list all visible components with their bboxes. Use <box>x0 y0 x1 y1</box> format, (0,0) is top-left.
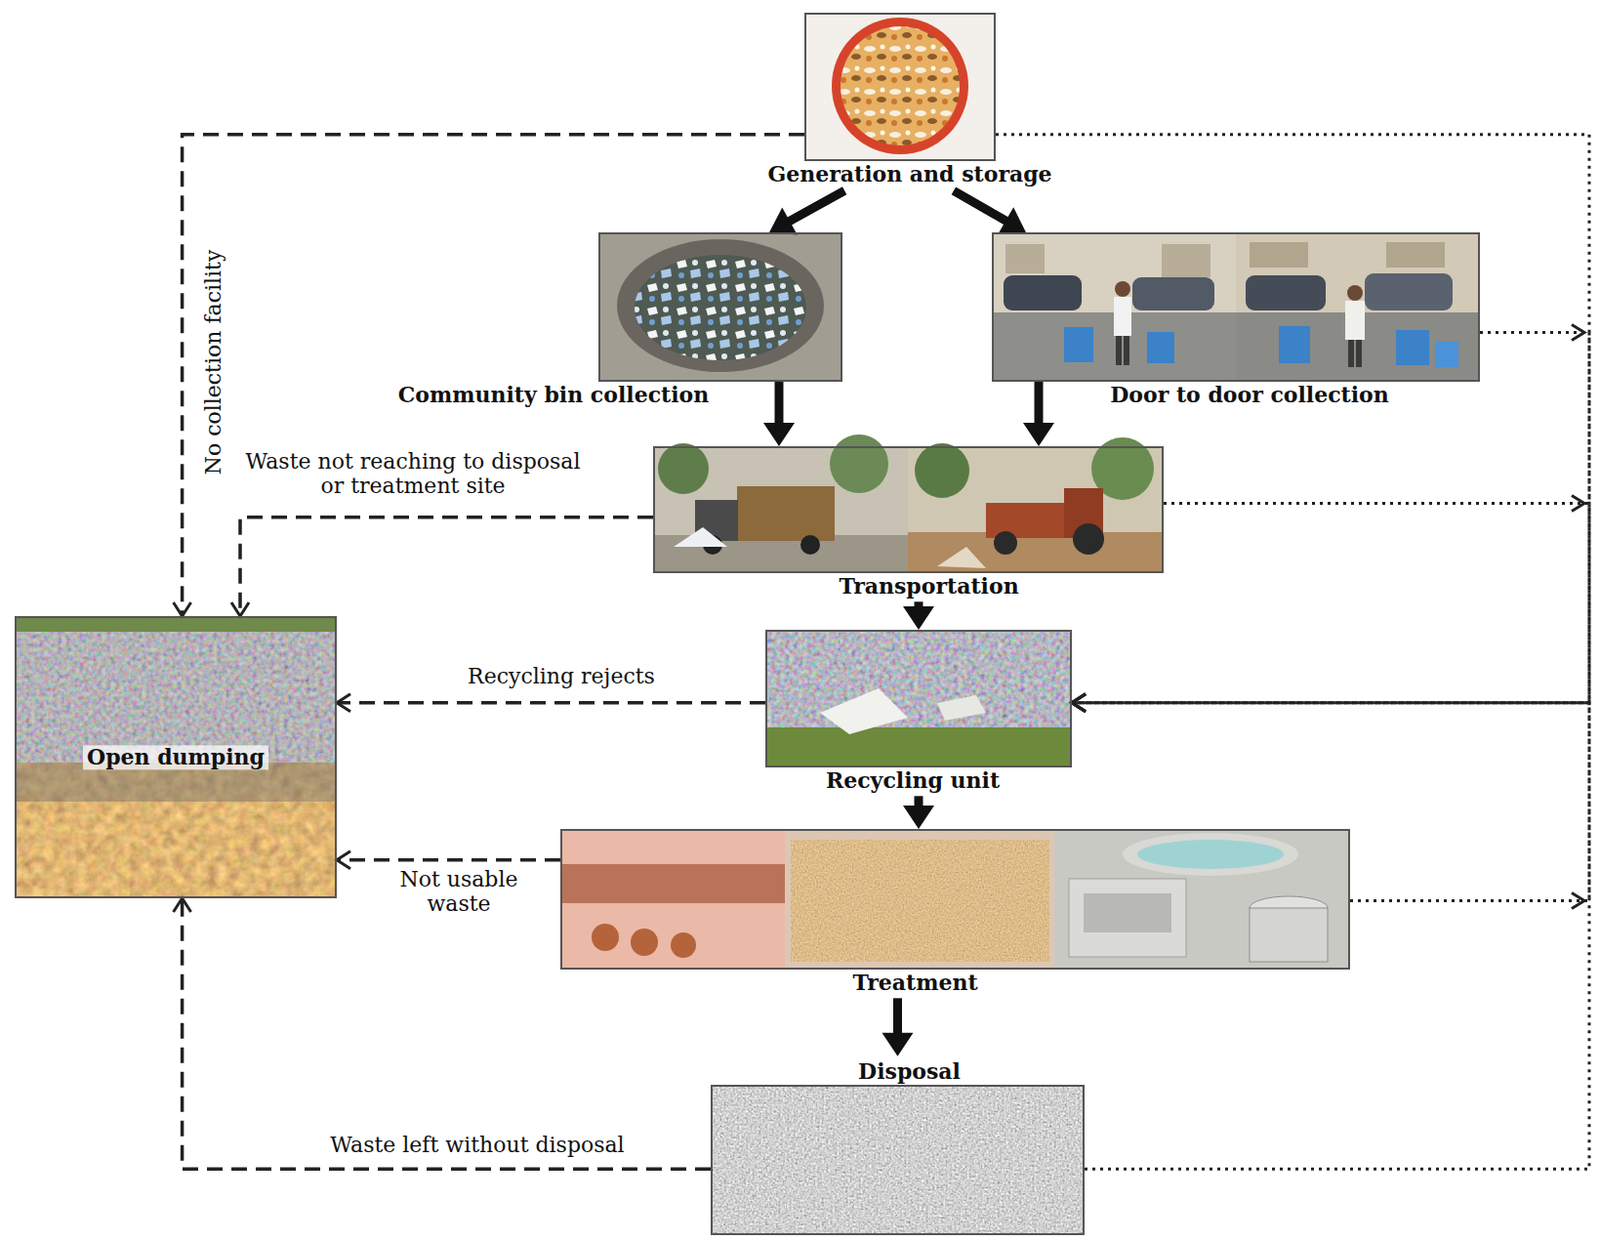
connector-line <box>182 898 711 1169</box>
stage-label: Door to door collection <box>1109 382 1390 408</box>
dump-box: Open dumping <box>14 615 337 899</box>
stage-box: Community bin collection <box>598 232 843 382</box>
flow-arrow <box>902 795 935 829</box>
stage-label: Community bin collection <box>398 382 709 408</box>
informal-recycling-path <box>1071 325 1590 712</box>
stage-label: Open dumping <box>82 744 269 770</box>
arrow-head <box>902 805 935 829</box>
connector-line <box>240 517 654 616</box>
flow-label: No collection facility <box>201 249 226 476</box>
connector-line <box>182 134 805 616</box>
stage-box: Treatment <box>560 828 1351 970</box>
transport-photo <box>653 434 1164 574</box>
open-dump-photo <box>14 615 337 899</box>
flow-arrow <box>763 381 795 447</box>
connector-line <box>1071 332 1590 703</box>
informal-recycling-path <box>1071 495 1590 712</box>
flow-arrow <box>1023 381 1055 447</box>
connector-line <box>1034 381 1044 429</box>
flow-arrow <box>882 997 914 1056</box>
flow-label: Waste not reaching to disposal or treatm… <box>232 449 594 499</box>
stage-box: Door to door collection <box>991 232 1480 382</box>
connector-line <box>336 858 561 862</box>
waste-bowl-photo <box>804 12 996 162</box>
community-bin-photo <box>598 232 843 382</box>
arrow-head <box>231 602 249 616</box>
arrow-head <box>1023 422 1055 447</box>
treatment-photo <box>560 828 1351 970</box>
arrow-head <box>173 898 192 912</box>
flow-arrow <box>769 190 845 235</box>
informal-recycling-path <box>1071 694 1590 1170</box>
door-to-door-photo <box>991 232 1480 382</box>
connector-line <box>784 190 845 224</box>
stage-label: Disposal <box>858 1059 961 1084</box>
flow-arrow <box>953 190 1026 235</box>
loss-path <box>231 517 654 616</box>
recycling-site-photo <box>765 629 1072 768</box>
informal-recycling-path <box>995 134 1590 712</box>
junction-chevron <box>1571 892 1585 908</box>
arrow-head <box>997 206 1026 235</box>
loss-path <box>336 851 561 869</box>
stage-label: Recycling unit <box>825 768 1000 793</box>
loss-path <box>173 134 805 616</box>
flow-arrow <box>902 601 935 630</box>
junction-chevron <box>1571 325 1585 341</box>
arrow-head <box>336 694 351 712</box>
junction-chevron <box>1571 495 1585 512</box>
arrow-head <box>1071 694 1086 712</box>
stage-box: Disposal <box>710 1084 1085 1235</box>
stage-label: Transportation <box>838 574 1019 599</box>
informal-recycling-path <box>1071 694 1590 909</box>
connector-line <box>893 997 903 1038</box>
stage-box: Recycling unit <box>765 629 1072 768</box>
connector-line <box>775 381 784 429</box>
disposal-photo <box>710 1084 1085 1235</box>
connector-line <box>1071 503 1590 703</box>
arrow-head <box>763 422 795 447</box>
connector-line <box>336 700 766 705</box>
arrow-head <box>769 206 798 235</box>
stage-label: Treatment <box>852 970 978 995</box>
connector-line <box>1071 702 1590 902</box>
flow-label: Waste left without disposal <box>329 1132 624 1157</box>
stage-label: Generation and storage <box>767 162 1052 187</box>
stage-box: Generation and storage <box>804 12 996 162</box>
arrow-head <box>882 1032 914 1057</box>
flow-label: Recycling rejects <box>467 663 656 689</box>
arrow-head <box>336 851 351 869</box>
arrow-head <box>173 602 192 616</box>
connector-line <box>995 134 1590 703</box>
loss-path <box>173 898 711 1169</box>
connector-line <box>1071 702 1590 1170</box>
arrow-head <box>902 606 935 630</box>
flow-label: Not usable waste <box>385 866 533 917</box>
stage-box: Transportation <box>653 446 1164 574</box>
connector-line <box>953 190 1012 224</box>
loss-path <box>336 694 766 712</box>
